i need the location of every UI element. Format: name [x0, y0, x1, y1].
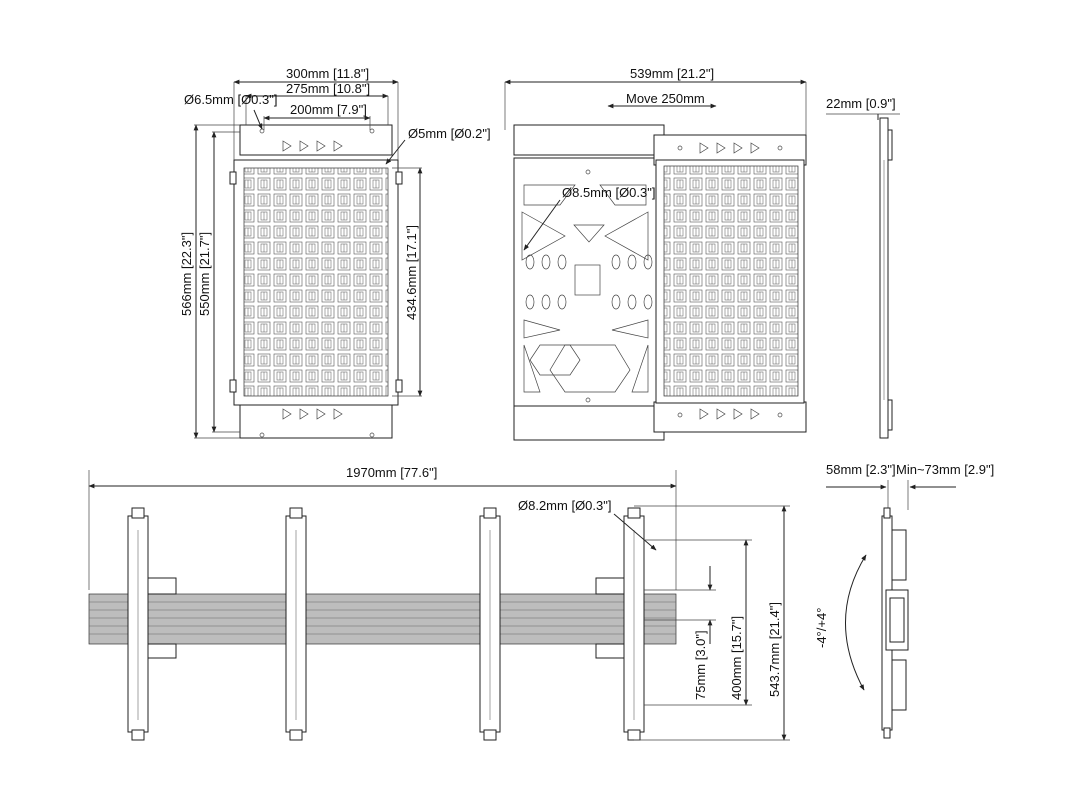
perforation-grid: [243, 167, 389, 397]
hole-6-5-label: Ø6.5mm [Ø0.3"]: [184, 92, 277, 107]
bottom-bracket: [239, 404, 393, 439]
move-label: Move 250mm: [626, 91, 705, 106]
dim-75: 75mm [3.0"]: [693, 630, 708, 700]
dim-300: 300mm [11.8"]: [286, 66, 369, 81]
dim-1970: 1970mm [77.6"]: [346, 465, 437, 480]
dim-550: 550mm [21.7"]: [197, 232, 212, 316]
dim-400: 400mm [15.7"]: [729, 616, 744, 700]
dim-22: 22mm [0.9"]: [826, 96, 896, 111]
dim-566: 566mm [22.3"]: [179, 232, 194, 316]
dim-range: Min~73mm [2.9"]: [896, 462, 994, 477]
sliding-plate-view: 539mm [21.2"] Move 250mm Ø8.5mm [Ø0.3"]: [504, 66, 807, 441]
side-profile-view: 22mm [0.9"]: [826, 96, 900, 439]
slide-right-bottom-bracket: [653, 401, 807, 433]
slide-perforation-grid: [663, 165, 799, 397]
dim-275: 275mm [10.8"]: [286, 81, 370, 96]
tilt-label: -4°/+4°: [814, 608, 829, 648]
adapter-cutouts: [521, 169, 653, 403]
dim-58: 58mm [2.3"]: [826, 462, 896, 477]
top-chevrons: [282, 140, 343, 152]
hole-8-2-label: Ø8.2mm [Ø0.3"]: [518, 498, 611, 513]
vertical-arm-1: [127, 507, 177, 741]
bottom-chevrons: [282, 408, 343, 420]
adapter-plate: [513, 157, 657, 407]
tilt-side-view: 58mm [2.3"] Min~73mm [2.9"] -4°/+4°: [814, 462, 994, 739]
horizontal-rail: [88, 593, 677, 645]
rail-assembly-view: 1970mm [77.6"]: [88, 465, 790, 741]
dim-539: 539mm [21.2"]: [630, 66, 714, 81]
hole-5-label: Ø5mm [Ø0.2"]: [408, 126, 491, 141]
slide-top-bracket: [513, 124, 665, 156]
front-plate-view: 300mm [11.8"] 275mm [10.8"] 200mm [7.9"]…: [179, 66, 491, 439]
hole-8-5-label: Ø8.5mm [Ø0.3"]: [562, 185, 655, 200]
dim-200: 200mm [7.9"]: [290, 102, 367, 117]
top-bracket: [239, 124, 393, 156]
vertical-arm-2: [285, 507, 307, 741]
vertical-arm-3: [479, 507, 501, 741]
dim-543-7: 543.7mm [21.4"]: [767, 602, 782, 697]
slide-bottom-bracket: [513, 404, 665, 441]
dim-434-6: 434.6mm [17.1"]: [404, 225, 419, 320]
